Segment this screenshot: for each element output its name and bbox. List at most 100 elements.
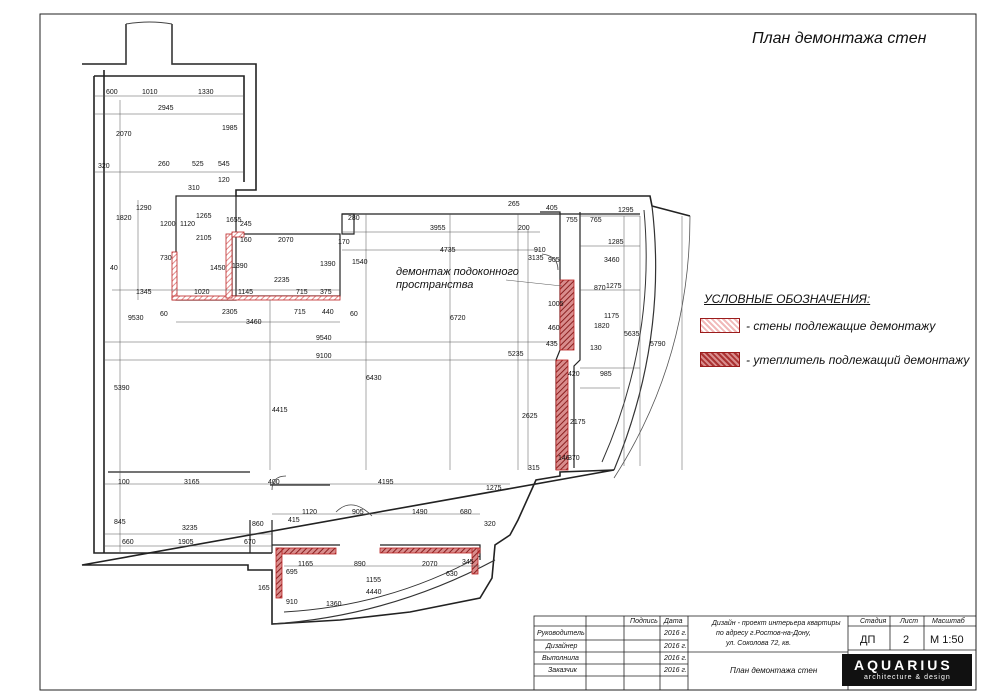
dimension-label: 695 <box>286 569 298 576</box>
tb-role: Руководитель <box>537 630 585 637</box>
tb-header-sheet: Лист <box>900 618 919 625</box>
dimension-label: 1330 <box>198 89 214 96</box>
dimension-label: 5790 <box>650 341 666 348</box>
dimension-label: 1155 <box>366 577 381 584</box>
dimension-label: 1360 <box>326 601 342 608</box>
dimension-label: 260 <box>158 161 170 168</box>
dimension-label: 4440 <box>366 589 382 596</box>
dimension-label: 905 <box>352 509 364 516</box>
outer-walls <box>81 24 691 625</box>
annotation-line: пространства <box>396 279 474 291</box>
demolition-wall <box>275 547 283 599</box>
legend-label-walls: - стены подлежащие демонтажу <box>746 318 936 333</box>
dimension-label: 765 <box>590 217 602 224</box>
demolition-wall <box>559 279 575 351</box>
dimension-label: 40 <box>110 265 118 272</box>
dimension-label: 1450 <box>210 265 226 272</box>
tb-role: Заказчик <box>548 667 577 674</box>
dimension-label: 1120 <box>302 509 317 516</box>
dimension-label: 415 <box>288 517 300 524</box>
dimension-label: 910 <box>534 247 546 254</box>
dimension-label: 660 <box>122 539 134 546</box>
dimension-label: 440 <box>322 309 334 316</box>
dimension-label: 715 <box>294 309 306 316</box>
dimension-label: 6430 <box>366 375 382 382</box>
tb-date: 2016 г. <box>664 630 687 637</box>
tb-sheet-title: План демонтажа стен <box>730 666 818 675</box>
dimension-label: 670 <box>244 539 256 546</box>
dimension-label: 1005 <box>548 301 564 308</box>
dimension-label: 630 <box>446 571 458 578</box>
dimension-label: 2070 <box>116 131 132 138</box>
dimension-label: 3955 <box>430 225 446 232</box>
dimension-label: 2625 <box>522 413 538 420</box>
tb-address-line: ул. Соколова 72, кв. <box>726 640 792 647</box>
dimension-label: 2305 <box>222 309 238 316</box>
dimension-label: 60 <box>350 311 358 318</box>
dimension-label: 1145 <box>238 289 253 296</box>
dimension-label: 310 <box>188 185 200 192</box>
demolition-walls <box>171 231 575 599</box>
tb-sheet: 2 <box>903 634 910 646</box>
drawing-title: План демонтажа стен <box>752 30 927 47</box>
dimension-label: 120 <box>218 177 230 184</box>
dimension-label: 1295 <box>618 207 634 214</box>
dimension-label: 420 <box>568 371 580 378</box>
logo-subtitle: architecture & design <box>864 674 951 681</box>
dimension-label: 755 <box>566 217 578 224</box>
dimension-label: 9540 <box>316 335 332 342</box>
dimension-label: 890 <box>354 561 366 568</box>
dimension-label: 3235 <box>182 525 198 532</box>
tb-header-scale: Масштаб <box>932 618 965 625</box>
tb-date: 2016 г. <box>664 655 687 662</box>
door-swings <box>271 253 559 517</box>
dimension-label: 1290 <box>136 205 152 212</box>
dimension-label: 200 <box>518 225 530 232</box>
dimension-label: 1275 <box>606 283 622 290</box>
logo-name: AQUARIUS <box>854 657 953 673</box>
dimension-label: 146 <box>558 455 570 462</box>
dimension-label: 1820 <box>594 323 610 330</box>
dimension-label: 320 <box>484 521 496 528</box>
tb-date: 2016 г. <box>664 643 687 650</box>
dimension-label: 4195 <box>378 479 394 486</box>
dimension-label: 910 <box>286 599 298 606</box>
dimension-labels: 600 1010 1330 2945 2070 1985 320 260 525… <box>98 89 666 608</box>
dimension-label: 400 <box>268 479 280 486</box>
dimension-label: 3135 <box>528 255 544 262</box>
tb-address-line: по адресу г.Ростов-на-Дону, <box>716 630 811 637</box>
dimension-label: 1390 <box>320 261 336 268</box>
dimension-label: 680 <box>460 509 472 516</box>
legend-label-insulation: - утеплитель подлежащий демонтажу <box>746 352 970 367</box>
legend-item-insulation: - утеплитель подлежащий демонтажу <box>700 352 969 367</box>
legend-item-walls: - стены подлежащие демонтажу <box>700 318 935 333</box>
dimension-label: 870 <box>594 285 606 292</box>
dimension-label: 715 <box>296 289 308 296</box>
dimension-label: 600 <box>106 89 118 96</box>
dimension-label: 375 <box>320 289 332 296</box>
dimension-label: 1265 <box>196 213 212 220</box>
dimension-label: 265 <box>508 201 520 208</box>
dimension-label: 2105 <box>196 235 212 242</box>
dimension-label: 525 <box>192 161 204 168</box>
tb-header-date: Дата <box>664 618 683 625</box>
dimension-label: 2945 <box>158 105 174 112</box>
dimension-label: 1010 <box>142 89 158 96</box>
demolition-wall <box>171 295 341 301</box>
dimension-label: 405 <box>546 205 558 212</box>
company-logo: AQUARIUS architecture & design <box>842 654 972 686</box>
dimension-label: 60 <box>160 311 168 318</box>
dimension-label: 6720 <box>450 315 466 322</box>
dimension-label: 1490 <box>412 509 428 516</box>
dimension-label: 1655 <box>226 217 242 224</box>
dimension-label: 5235 <box>508 351 524 358</box>
annotation-line: демонтаж подоконного <box>396 266 519 278</box>
tb-role: Выполнила <box>542 655 579 662</box>
dimension-label: 320 <box>98 163 110 170</box>
dimension-label: 1985 <box>222 125 238 132</box>
dimension-label: 1345 <box>136 289 152 296</box>
dimension-label: 245 <box>240 221 252 228</box>
dimension-label: 545 <box>218 161 230 168</box>
